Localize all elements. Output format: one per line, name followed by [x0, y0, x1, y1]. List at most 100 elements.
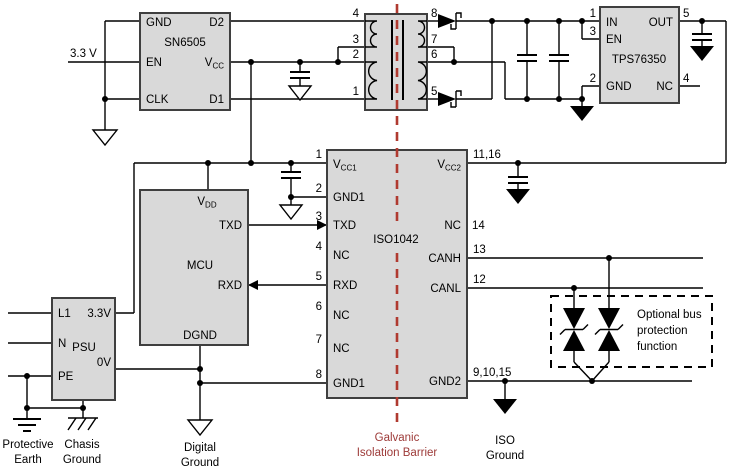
- transformer-icon: [365, 20, 427, 100]
- iso-num-3: 3: [316, 211, 322, 223]
- capacitor-ldo-out-icon: [690, 21, 714, 61]
- psu-block: [51, 297, 116, 401]
- galvanic-barrier-label-1: Galvanic: [375, 432, 420, 444]
- mcu-name: MCU: [187, 260, 213, 272]
- iso-pin-txd: TXD: [333, 220, 356, 232]
- iso-pin-nc7: NC: [333, 343, 350, 355]
- tps-name: TPS76350: [612, 54, 666, 66]
- iso-num-1: 1: [316, 149, 322, 161]
- digital-ground-label-2: Ground: [181, 457, 219, 469]
- tps-num-nc: 4: [683, 73, 690, 85]
- tps-num-out: 5: [683, 8, 689, 20]
- capacitor-rectifier-2-icon: [549, 21, 569, 99]
- protective-earth-label-1: Protective: [2, 439, 53, 451]
- iso-pin-canh: CANH: [428, 253, 461, 265]
- sn6505-pin-d1: D1: [209, 94, 224, 106]
- iso-ground-label-2: Ground: [486, 450, 524, 462]
- chasis-ground-label-2: Ground: [63, 454, 101, 466]
- rxd-arrow-icon: [248, 280, 258, 290]
- iso-num-vcc2: 11,16: [473, 149, 501, 161]
- psu-pin-33v: 3.3V: [87, 308, 111, 320]
- iso-num-6: 6: [316, 301, 322, 313]
- chassis-ground-icon: [67, 408, 98, 431]
- tps-pin-nc: NC: [656, 81, 673, 93]
- iso-num-7: 7: [316, 334, 322, 346]
- vcc1-rail-wires: [115, 162, 327, 314]
- tvs-diode-canl-icon: [559, 288, 593, 382]
- sn6505-pin-clk: CLK: [146, 94, 169, 106]
- digital-ground-icon: [186, 419, 214, 437]
- tps-pin-out: OUT: [649, 17, 673, 29]
- transformer-block: [364, 13, 428, 111]
- psu-pin-pe: PE: [58, 371, 74, 383]
- tps-num-gnd: 2: [590, 73, 596, 85]
- transformer-pin-1: 1: [353, 86, 359, 98]
- iso-num-nc: 14: [472, 220, 485, 232]
- tps-pin-in: IN: [606, 17, 618, 29]
- iso-pin-nc6: NC: [333, 310, 350, 322]
- bus-protection-label-1: Optional bus: [637, 309, 702, 321]
- bus-protection-box: [550, 295, 713, 368]
- iso-num-canl: 12: [473, 274, 486, 286]
- transformer-pin-8: 8: [431, 8, 437, 20]
- galvanic-barrier-label-2: Isolation Barrier: [357, 447, 438, 459]
- junction-dots: [24, 18, 705, 411]
- tps-pin-gnd: GND: [606, 81, 632, 93]
- transformer-pin-3: 3: [353, 34, 359, 46]
- bus-protection-label-3: function: [637, 341, 677, 353]
- iso-pin-gnd1b: GND1: [333, 378, 365, 390]
- supply-33v-label: 3.3 V: [70, 48, 97, 60]
- psu-name: PSU: [72, 342, 96, 354]
- iso-pin-vcc2: VCC2: [437, 159, 461, 173]
- sn6505-block: [139, 12, 231, 111]
- iso-name: ISO1042: [373, 234, 418, 246]
- transformer-pin-5: 5: [431, 86, 437, 98]
- transformer-pin-2: 2: [353, 49, 359, 61]
- iso-num-4: 4: [316, 241, 323, 253]
- tps-num-en: 3: [590, 26, 596, 38]
- iso-num-5: 5: [316, 271, 322, 283]
- iso-pin-nc4: NC: [333, 250, 350, 262]
- txd-arrow-icon: [317, 220, 327, 230]
- digital-ground-label-1: Digital: [184, 442, 216, 454]
- earth-ground-icon: [13, 408, 41, 432]
- signal-ground-icon: [278, 204, 304, 221]
- tvs-diode-canh-icon: [591, 258, 624, 382]
- iso-ground-small-icon: [506, 189, 530, 204]
- signal-ground-icon: [287, 85, 313, 102]
- iso-num-canh: 13: [473, 244, 486, 256]
- tps-pin-en: EN: [606, 34, 622, 46]
- transformer-pin-7: 7: [431, 34, 437, 46]
- iso-ground-icon: [493, 399, 517, 414]
- capacitor-vcc2-icon: [506, 163, 530, 204]
- sn6505-ground-icon: [91, 129, 119, 147]
- tps76350-block: [599, 6, 680, 104]
- chasis-ground-label-1: Chasis: [64, 439, 99, 451]
- capacitor-primary-centertap-icon: [287, 62, 313, 102]
- mcu-pin-dgnd: DGND: [183, 330, 217, 342]
- mcu-pin-rxd: RXD: [218, 280, 242, 292]
- psu-pin-n: N: [58, 338, 66, 350]
- psu-pin-l1: L1: [58, 308, 71, 320]
- iso-pin-rxd: RXD: [333, 280, 357, 292]
- protective-earth-label-2: Earth: [14, 454, 42, 466]
- sn6505-pin-en: EN: [146, 57, 162, 69]
- sn6505-pin-d2: D2: [209, 17, 224, 29]
- iso-ground-small-icon: [690, 46, 714, 61]
- iso-pin-vcc1: VCC1: [333, 159, 357, 173]
- iso-num-2: 2: [316, 183, 322, 195]
- iso-pin-nc-right: NC: [444, 220, 461, 232]
- iso-num-gnd2: 9,10,15: [473, 367, 511, 379]
- mcu-pin-txd: TXD: [219, 220, 242, 232]
- schottky-diode-bottom-icon: [438, 90, 462, 108]
- iso-pin-canl: CANL: [430, 283, 461, 295]
- txd-rxd-wires: [248, 220, 327, 290]
- iso-num-8: 8: [316, 369, 322, 381]
- iso-pin-gnd1: GND1: [333, 192, 365, 204]
- sn6505-pin-vcc: VCC: [205, 57, 224, 71]
- iso-ground-label-1: ISO: [495, 435, 515, 447]
- capacitor-rectifier-1-icon: [517, 21, 537, 99]
- transformer-pin-6: 6: [431, 49, 437, 61]
